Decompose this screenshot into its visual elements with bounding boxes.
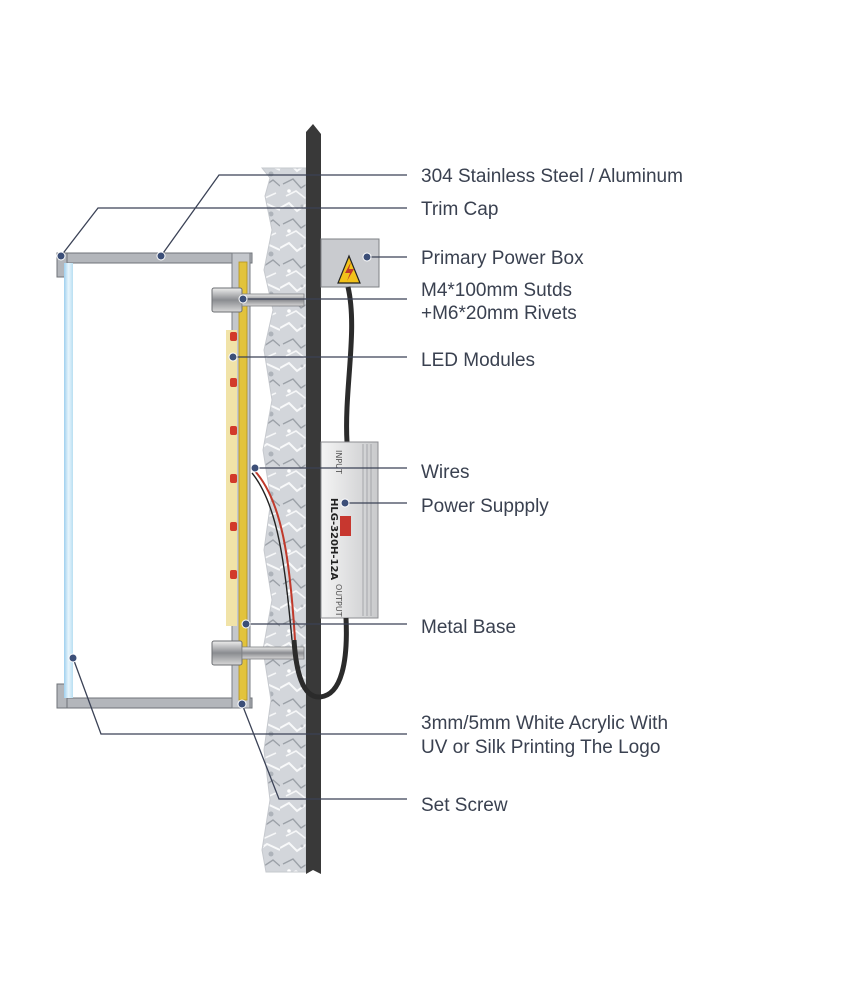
label-set-screw: Set Screw xyxy=(421,795,508,816)
dot-power-supply xyxy=(340,498,350,508)
leader-material xyxy=(160,174,407,257)
label-studs-line1: M4*100mm Sutds xyxy=(421,280,572,301)
cable-upper xyxy=(344,286,355,443)
led-chip xyxy=(230,378,237,387)
led-chip xyxy=(230,570,237,579)
psu-model-label: HLG-320H-12A xyxy=(328,498,339,580)
cable-lower xyxy=(291,617,349,700)
leader-trim-cap xyxy=(60,207,407,257)
acrylic-face xyxy=(64,263,73,698)
stone-wall-layer xyxy=(260,167,307,873)
led-chip xyxy=(230,474,237,483)
label-power-box: Primary Power Box xyxy=(421,248,584,269)
led-chip xyxy=(230,426,237,435)
label-wires: Wires xyxy=(421,462,470,483)
dot-power-box xyxy=(362,252,372,262)
led-chip xyxy=(230,332,237,341)
label-power-supply: Power Suppply xyxy=(421,496,549,517)
lightning-bolt-icon xyxy=(345,262,354,281)
label-led-modules: LED Modules xyxy=(421,350,535,371)
stud-bottom xyxy=(211,640,305,666)
led-chip xyxy=(230,522,237,531)
wire-red xyxy=(253,469,296,641)
power-supply-unit: INPUT HLG-320H-12A OUTPUT xyxy=(320,441,379,619)
dot-trim-cap xyxy=(56,251,66,261)
dot-wires xyxy=(250,463,260,473)
dot-material xyxy=(156,251,166,261)
dot-metal-base xyxy=(241,619,251,629)
label-trim-cap: Trim Cap xyxy=(421,199,498,220)
leader-acrylic xyxy=(72,657,407,735)
frame-bottom-return xyxy=(56,697,253,709)
psu-output-label: OUTPUT xyxy=(334,584,343,617)
label-acrylic-line2: UV or Silk Printing The Logo xyxy=(421,737,660,758)
dot-acrylic xyxy=(68,653,78,663)
psu-input-label: INPUT xyxy=(334,450,343,474)
metal-base-plate xyxy=(238,261,248,701)
led-modules xyxy=(226,330,237,626)
wall-board xyxy=(306,124,321,874)
stud-top xyxy=(211,287,305,313)
dot-studs xyxy=(238,294,248,304)
frame-top-return xyxy=(56,252,253,264)
label-studs-line2: +M6*20mm Rivets xyxy=(421,303,577,324)
dot-led-modules xyxy=(228,352,238,362)
label-acrylic-line1: 3mm/5mm White Acrylic With xyxy=(421,713,668,734)
leader-set-screw xyxy=(241,703,407,800)
label-metal-base: Metal Base xyxy=(421,617,516,638)
wire-black xyxy=(251,472,293,641)
dot-set-screw xyxy=(237,699,247,709)
label-material: 304 Stainless Steel / Aluminum xyxy=(421,166,683,187)
